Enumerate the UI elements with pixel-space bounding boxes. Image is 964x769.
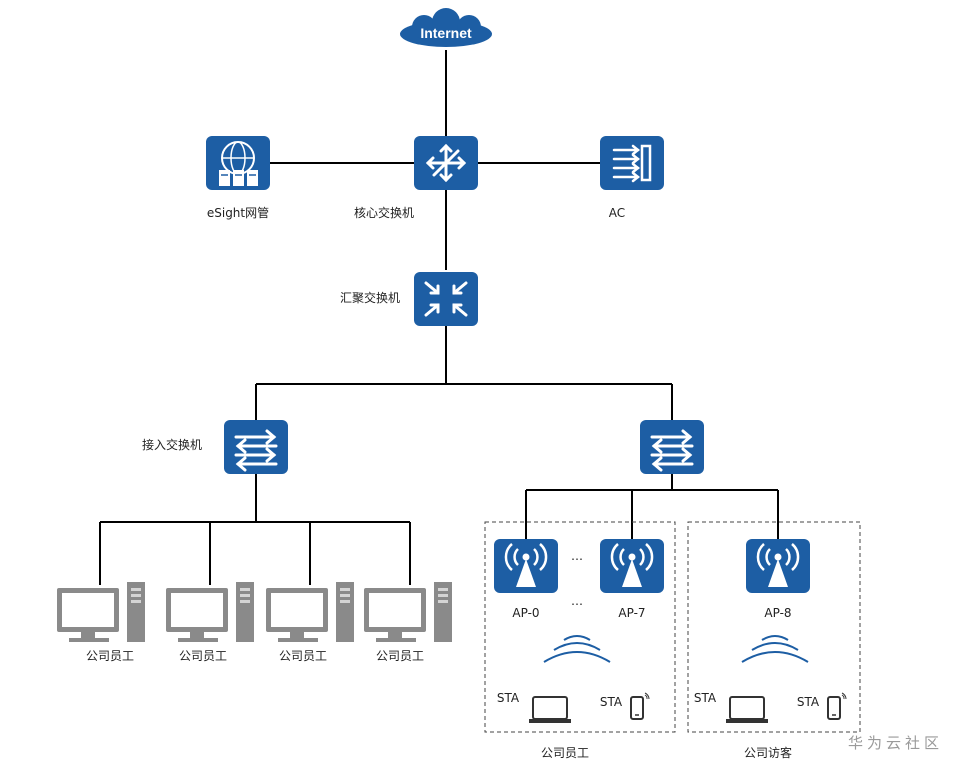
internet-label: Internet xyxy=(420,25,472,41)
sta-label-employee-phone: STA xyxy=(600,695,623,709)
access-switch-label: 接入交换机 xyxy=(142,437,202,452)
ap-7-label: AP-7 xyxy=(618,606,645,620)
pc-label-4: 公司员工 xyxy=(376,649,424,663)
laptop-icon xyxy=(528,696,572,724)
esight-server: eSight网管 xyxy=(206,136,270,220)
pc-label-2: 公司员工 xyxy=(179,649,227,663)
watermark: 华为云社区 xyxy=(848,734,943,752)
group-box-employee xyxy=(484,521,676,733)
ellipsis-top: … xyxy=(571,549,583,563)
phone-icon xyxy=(630,692,650,720)
pc-label-1: 公司员工 xyxy=(86,649,134,663)
esight-label: eSight网管 xyxy=(207,205,269,220)
cloud-icon xyxy=(400,8,492,47)
ellipsis-bottom: … xyxy=(571,594,583,608)
pc-icon xyxy=(364,582,452,642)
esight-icon xyxy=(206,136,270,190)
links xyxy=(99,50,779,585)
switch-icon xyxy=(638,418,706,476)
phone-icon xyxy=(827,692,847,720)
switch-icon xyxy=(222,418,290,476)
ap-icon xyxy=(492,537,560,595)
pc-icon xyxy=(57,582,145,642)
ap-icon xyxy=(598,537,666,595)
group-label-guest: 公司访客 xyxy=(744,745,792,760)
ap-0: AP-0 xyxy=(492,537,560,620)
sta-label-employee-laptop: STA xyxy=(497,691,520,705)
pc-icon xyxy=(266,582,354,642)
sta-label-guest-phone: STA xyxy=(797,695,820,709)
pc-label-3: 公司员工 xyxy=(279,649,327,663)
ac-icon xyxy=(600,136,664,190)
ap-icon xyxy=(744,537,812,595)
group-box-guest xyxy=(687,521,861,733)
core-switch-label: 核心交换机 xyxy=(354,205,414,220)
ap-8-label: AP-8 xyxy=(764,606,791,620)
signal-waves-guest xyxy=(741,635,809,663)
aggregation-switch: 汇聚交换机 xyxy=(340,272,478,326)
router-icon xyxy=(414,136,478,190)
group-label-employee: 公司员工 xyxy=(541,746,589,760)
sta-label-guest-laptop: STA xyxy=(694,691,717,705)
signal-waves-employee xyxy=(543,635,611,663)
core-switch: 核心交换机 xyxy=(354,136,478,220)
internet-cloud: Internet xyxy=(400,8,492,47)
ap-0-label: AP-0 xyxy=(512,606,539,620)
pc-icon xyxy=(166,582,254,642)
aggregation-switch-label: 汇聚交换机 xyxy=(340,290,400,305)
aggregation-switch-icon xyxy=(414,272,478,326)
ap-7: AP-7 xyxy=(598,537,666,620)
ac-controller: AC xyxy=(600,136,664,220)
ac-label: AC xyxy=(609,206,625,220)
ap-8: AP-8 xyxy=(744,537,812,620)
access-switch-right xyxy=(638,418,706,476)
laptop-icon xyxy=(725,696,769,724)
pc-group: 公司员工 公司员工 公司员工 公司员工 xyxy=(57,582,452,663)
access-switch-left: 接入交换机 xyxy=(142,418,290,476)
